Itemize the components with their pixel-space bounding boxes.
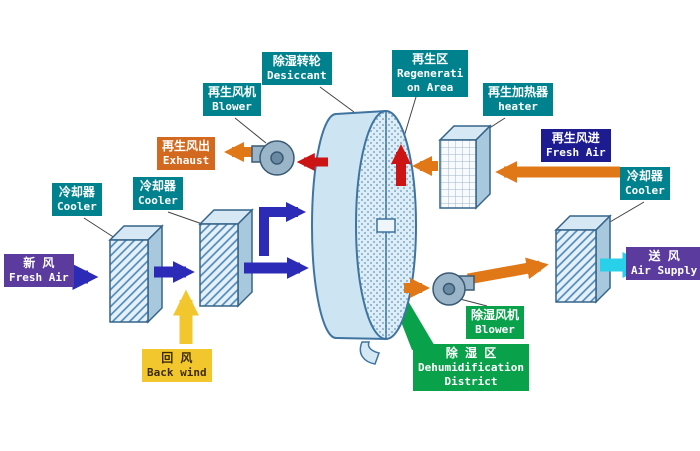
label-regeneration-blower: 再生风机 Blower <box>203 83 262 116</box>
label-regeneration-blower-en: Blower <box>212 100 252 113</box>
label-air-supply: 送 风 Air Supply <box>626 247 700 280</box>
label-cooler-2-cn: 冷却器 <box>139 179 176 193</box>
label-desiccant-wheel-en: Desiccant <box>267 69 327 82</box>
dehum-blower-to-cooler3-arrow <box>467 257 549 285</box>
label-cooler-1-en: Cooler <box>57 200 97 213</box>
label-dehumidification-district-cn: 除 湿 区 <box>445 346 497 360</box>
label-regeneration-heater-cn: 再生加热器 <box>488 85 549 99</box>
label-dehumidification-blower: 除湿风机 Blower <box>466 306 525 339</box>
desiccant-wheel <box>311 110 417 365</box>
label-regeneration-area-cn: 再生区 <box>412 52 449 66</box>
label-dehumidification-district-en2: District <box>444 374 498 388</box>
label-desiccant-wheel: 除湿转轮 Desiccant <box>262 52 332 85</box>
label-cooler-2-en: Cooler <box>138 194 178 207</box>
label-regeneration-blower-cn: 再生风机 <box>208 85 257 99</box>
label-desiccant-wheel-cn: 除湿转轮 <box>272 54 321 68</box>
wheel-base-ribbon <box>359 341 380 365</box>
regeneration-blower <box>251 140 295 176</box>
cooler-unit-3 <box>554 214 612 304</box>
label-fresh-air-cn: 新 风 <box>23 256 55 270</box>
label-regeneration-area-en2: on Area <box>406 80 454 94</box>
label-cooler-3-en: Cooler <box>625 184 665 197</box>
label-regen-fresh-air-en: Fresh Air <box>546 146 606 159</box>
label-cooler-1: 冷却器 Cooler <box>52 183 102 216</box>
label-cooler-2: 冷却器 Cooler <box>133 177 183 210</box>
label-dehumidification-blower-en: Blower <box>475 323 515 336</box>
label-regen-fresh-air-cn: 再生风进 <box>551 131 600 145</box>
label-cooler-1-cn: 冷却器 <box>58 185 95 199</box>
label-regeneration-area: 再生区 Regenerati on Area <box>392 50 469 97</box>
cooler-unit-2 <box>198 208 254 308</box>
label-back-wind-en: Back wind <box>147 366 207 379</box>
label-exhaust-en: Exhaust <box>162 154 210 167</box>
label-back-wind: 回 风 Back wind <box>142 349 212 382</box>
label-air-supply-en: Air Supply <box>631 264 698 277</box>
cooler2-up-to-wheel-arrow <box>259 202 306 256</box>
dehumidification-blower <box>432 272 475 306</box>
label-dehumidification-blower-cn: 除湿风机 <box>471 308 520 322</box>
label-regeneration-heater-en: heater <box>498 100 538 113</box>
label-regeneration-area-en1: Regenerati <box>397 67 464 80</box>
label-fresh-air-en: Fresh Air <box>9 271 69 284</box>
label-dehumidification-district: 除 湿 区 Dehumidification District <box>413 344 529 391</box>
label-cooler-3-cn: 冷却器 <box>626 169 663 183</box>
label-exhaust-cn: 再生风出 <box>162 139 211 153</box>
label-regeneration-heater: 再生加热器 heater <box>483 83 554 116</box>
label-air-supply-cn: 送 风 <box>648 249 680 263</box>
wheel-hub <box>376 218 396 233</box>
label-regen-fresh-air: 再生风进 Fresh Air <box>541 129 611 162</box>
regeneration-heater-unit <box>438 124 492 210</box>
label-cooler-3: 冷却器 Cooler <box>620 167 670 200</box>
label-fresh-air: 新 风 Fresh Air <box>4 254 74 287</box>
label-back-wind-cn: 回 风 <box>161 351 193 365</box>
label-dehumidification-district-en1: Dehumidification <box>418 361 524 374</box>
label-exhaust: 再生风出 Exhaust <box>157 137 216 170</box>
